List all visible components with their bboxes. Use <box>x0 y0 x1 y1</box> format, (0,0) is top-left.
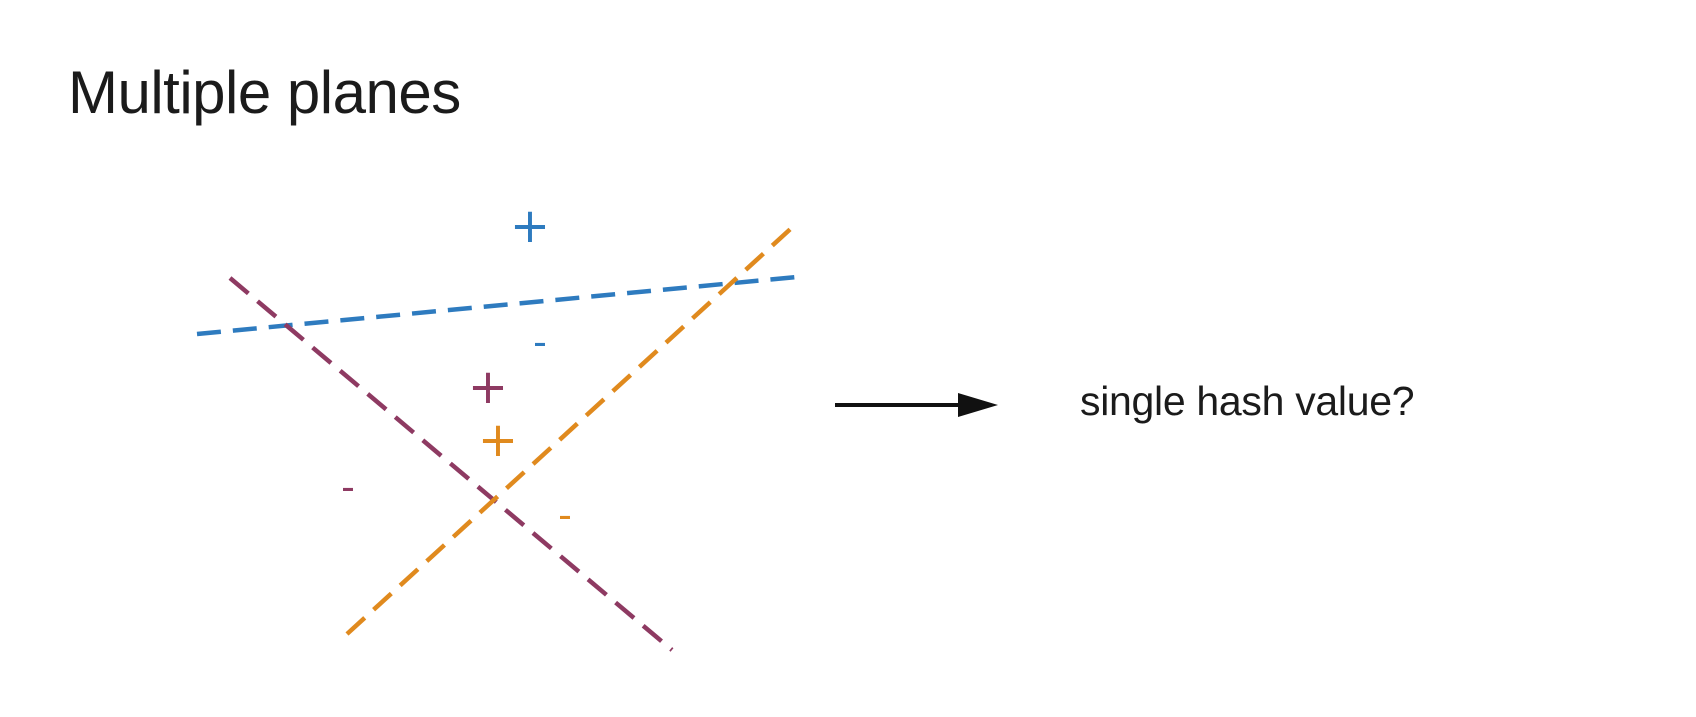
plane-3-minus-sign: - <box>558 493 572 537</box>
plane-1-minus-sign: - <box>533 320 547 364</box>
hash-value-label: single hash value? <box>1080 378 1415 424</box>
plane-3-plus-sign: + <box>478 412 518 468</box>
plane-2-plus-sign: + <box>468 359 508 415</box>
plane-3-line <box>345 221 799 636</box>
plane-2-minus-sign: - <box>341 465 355 509</box>
right-arrow-icon <box>835 393 998 417</box>
plane-1-line <box>196 274 798 337</box>
page-title: Multiple planes <box>68 59 461 126</box>
plane-1-plus-sign: + <box>510 198 550 254</box>
plane-2-line <box>228 276 674 652</box>
